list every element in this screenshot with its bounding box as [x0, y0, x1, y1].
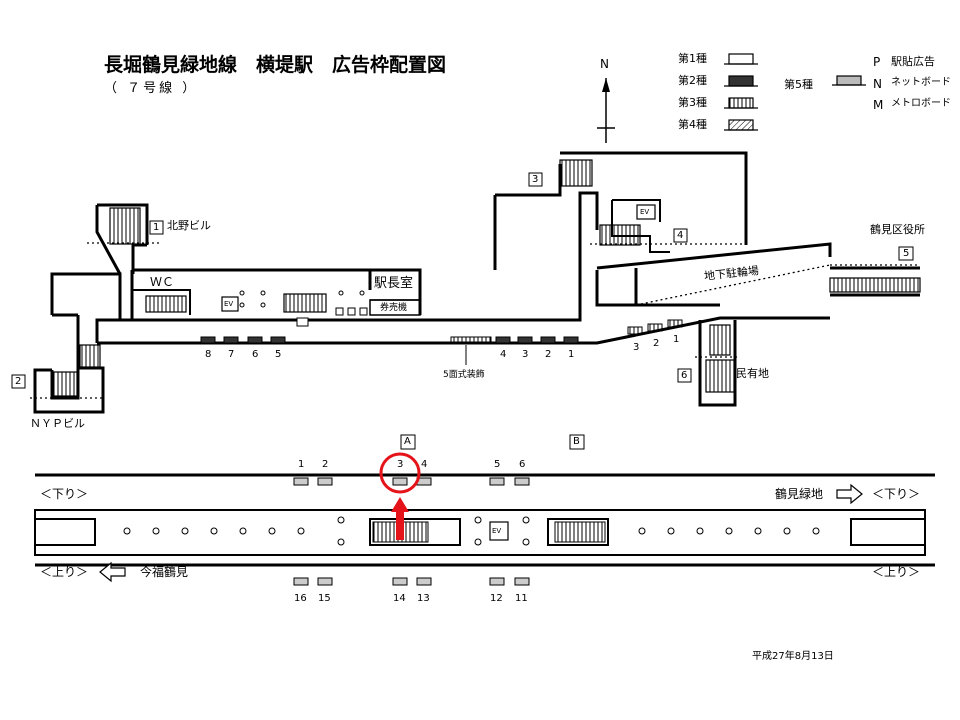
right-arrow-icon: [836, 483, 863, 505]
highlight-arrow-icon: [391, 497, 409, 512]
up-destination: 今福鶴見: [140, 565, 189, 579]
pillars: [239, 290, 368, 327]
concourse-map: [33, 151, 920, 414]
highlight-marker: [379, 452, 421, 540]
platform-ev-label: EV: [492, 527, 502, 535]
concourse-ev-label: EV: [224, 300, 234, 308]
legend-m-label: メトロボード: [891, 98, 951, 109]
wc-label: ＷＣ: [150, 275, 175, 289]
legend-type2-icon: [728, 75, 754, 87]
board-label: 2: [653, 338, 660, 349]
ward-office-label: 鶴見区役所: [870, 223, 925, 236]
platform-number: 15: [318, 593, 331, 604]
exit-5-box: [898, 246, 914, 261]
exit-2-label: 2: [15, 376, 22, 387]
board-label: 3: [522, 349, 529, 360]
legend-type3: 第3種: [678, 96, 707, 109]
ne-ev-box: [636, 204, 656, 220]
platform-boards: [293, 477, 530, 586]
private-land-label: 民有地: [736, 367, 769, 380]
zone-b-box: [569, 434, 585, 450]
legend-type1: 第1種: [678, 52, 707, 65]
board-label: 4: [500, 349, 507, 360]
deco-label: 5面式装飾: [443, 370, 485, 380]
nyp-building-label: ＮＹＰビル: [30, 417, 85, 430]
exit-2-box: [11, 374, 26, 389]
down-left-label: ＜下り＞: [40, 487, 89, 501]
platform-number: 12: [490, 593, 503, 604]
concourse-boards: [200, 336, 579, 344]
legend-type5-icon: [836, 75, 862, 86]
stairs: [52, 159, 921, 397]
board-label: 8: [205, 349, 212, 360]
platform-map: [34, 473, 935, 567]
board-label: 1: [568, 349, 575, 360]
platform-number: 16: [294, 593, 307, 604]
exit-3-box: [528, 172, 543, 187]
exit-6-label: 6: [681, 370, 688, 381]
zone-a-label: A: [404, 436, 411, 447]
kitano-building-label: 北野ビル: [167, 219, 211, 232]
board-label: 5: [275, 349, 282, 360]
ticket-machine-label: 券売機: [380, 303, 408, 313]
platform-number: 1: [298, 459, 305, 470]
board-label: 3: [633, 342, 640, 353]
platform-number: 6: [519, 459, 526, 470]
highlight-circle: [379, 452, 421, 494]
legend-p-code: P: [873, 55, 881, 69]
legend-type3-icon: [728, 97, 754, 109]
platform-number: 3: [397, 459, 404, 470]
up-right-label: ＜上り＞: [872, 565, 921, 579]
board-label: 7: [228, 349, 235, 360]
board-label: 2: [545, 349, 552, 360]
legend-type1-icon: [728, 53, 754, 65]
platform-number: 4: [421, 459, 428, 470]
zone-a-box: [400, 434, 416, 450]
platform-number: 11: [515, 593, 528, 604]
concourse-deco-boards: [450, 319, 683, 344]
down-destination: 鶴見緑地: [775, 487, 824, 501]
legend-type4-icon: [728, 119, 754, 131]
zone-b-label: B: [573, 436, 580, 447]
page-title: 長堀鶴見緑地線 横堤駅 広告枠配置図: [104, 54, 447, 76]
concourse-ev-box: [221, 296, 239, 312]
date-label: 平成27年8月13日: [752, 651, 834, 662]
board-label: 1: [673, 334, 680, 345]
line-subtitle: （ ７号線 ）: [104, 81, 199, 96]
ne-ev-label: EV: [640, 208, 650, 216]
exit-6-box: [677, 368, 692, 383]
platform-pillars: [123, 516, 820, 546]
legend-type2: 第2種: [678, 74, 707, 87]
left-arrow-icon: [99, 561, 126, 583]
platform-number: 2: [322, 459, 329, 470]
direction-arrow-icons: [99, 483, 863, 583]
legend-n-code: N: [873, 77, 882, 91]
stationmaster-room-label: 駅長室: [374, 276, 414, 291]
legend-type5: 第5種: [784, 78, 813, 91]
exit-1-label: 1: [153, 222, 160, 233]
legend-m-code: M: [873, 98, 884, 112]
exit-1-box: [149, 220, 164, 235]
platform-number: 13: [417, 593, 430, 604]
legend-type4: 第4種: [678, 118, 707, 131]
up-left-label: ＜上り＞: [40, 565, 89, 579]
exit-4-box: [673, 228, 688, 243]
exit-5-label: 5: [903, 248, 910, 259]
platform-number: 14: [393, 593, 406, 604]
board-label: 6: [252, 349, 259, 360]
down-right-label: ＜下り＞: [872, 487, 921, 501]
exit-4-label: 4: [677, 230, 684, 241]
exit-3-label: 3: [532, 174, 539, 185]
legend-p-label: 駅貼広告: [891, 55, 935, 68]
platform-number: 5: [494, 459, 501, 470]
legend-symbols: [724, 53, 866, 131]
north-arrow-icon: [597, 78, 615, 143]
north-label: N: [600, 57, 609, 71]
legend-n-label: ネットボード: [891, 77, 951, 88]
